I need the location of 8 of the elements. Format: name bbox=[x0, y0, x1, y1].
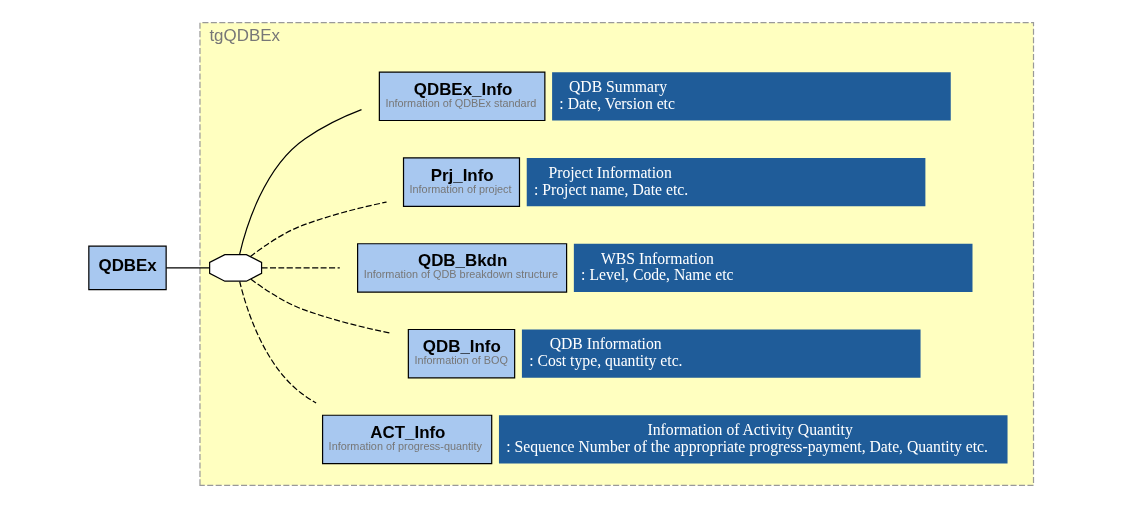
connector bbox=[249, 278, 392, 334]
connector bbox=[238, 280, 317, 404]
connector bbox=[165, 267, 210, 269]
node-octagon bbox=[208, 254, 262, 282]
node-box: QDBEx bbox=[87, 245, 167, 291]
connector bbox=[249, 201, 387, 258]
connector bbox=[260, 267, 340, 269]
connector bbox=[238, 109, 362, 256]
